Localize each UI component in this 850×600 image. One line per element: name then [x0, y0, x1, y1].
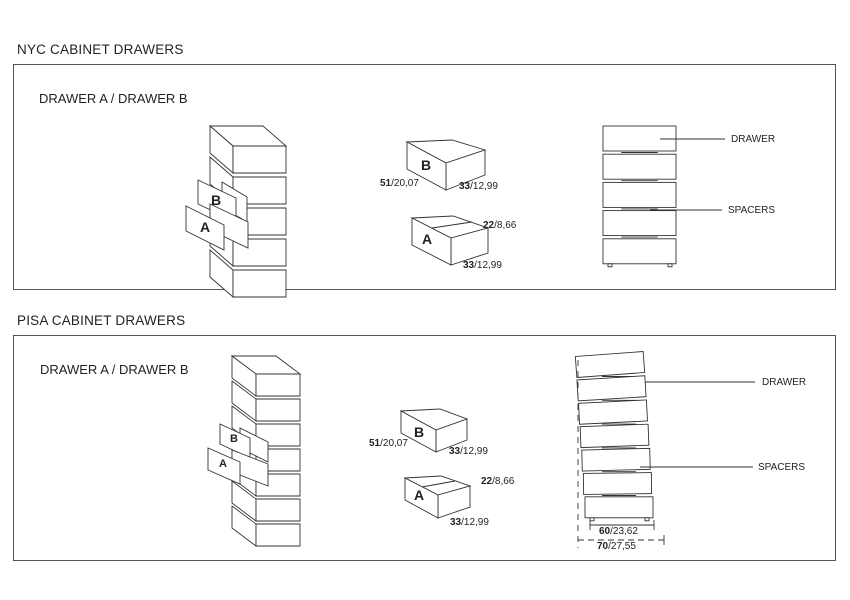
drawer-front: [582, 472, 653, 495]
drawer-front: [579, 423, 650, 449]
drawer-b-label: B: [414, 424, 425, 440]
pisa-drawer-a-pulled: [207, 447, 269, 487]
foot: [644, 517, 650, 522]
drawer-a-height: 22/8,66: [481, 476, 515, 487]
nyc-drawer-a-pulled: [185, 203, 249, 251]
nyc-panel: [13, 64, 836, 290]
section-title-nyc: NYC CABINET DRAWERS: [17, 42, 184, 57]
pisa-drawer-a-detail: [403, 475, 472, 519]
drawer-front: [602, 210, 677, 237]
inner-width-dimension: 60/23,62: [599, 526, 638, 537]
nyc-drawer-a-detail: [410, 215, 490, 266]
drawer-callout: DRAWER: [731, 134, 776, 145]
pisa-cabinet-front: [574, 351, 654, 522]
nyc-subtitle: DRAWER A / DRAWER B: [39, 91, 188, 106]
drawer-front: [232, 269, 287, 298]
pisa-drawer-b-detail: [399, 408, 469, 453]
drawer-front: [602, 238, 677, 265]
drawer-front: [578, 399, 648, 425]
drawer-front: [255, 523, 301, 547]
drawer-front: [602, 181, 677, 208]
drawer-b-depth: 51/20,07: [380, 178, 419, 189]
drawer-front: [602, 125, 677, 152]
pisa-subtitle: DRAWER A / DRAWER B: [40, 362, 189, 377]
stack-label-a: A: [219, 458, 227, 470]
drawer-front: [581, 447, 651, 472]
drawer-a-width: 33/12,99: [450, 517, 489, 528]
drawer-front: [602, 153, 677, 180]
drawer-front: [255, 398, 301, 422]
drawer-front: [255, 498, 301, 522]
stack-label-b: B: [211, 192, 222, 208]
drawer-front: [574, 351, 646, 378]
pisa-drawer-b-pulled: [219, 423, 269, 463]
foot: [667, 263, 673, 268]
foot: [607, 263, 613, 268]
pisa-panel: [13, 335, 836, 561]
drawer-front: [584, 496, 654, 519]
outer-width-dimension: 70/27,55: [597, 541, 636, 552]
drawer-a-label: A: [414, 487, 425, 503]
drawer-a-height: 22/8,66: [483, 220, 517, 231]
drawer-b-label: B: [421, 157, 432, 173]
dimension-lines: [578, 520, 665, 545]
spacers-callout: SPACERS: [728, 205, 776, 216]
stack-label-a: A: [200, 219, 211, 235]
drawer-b-width: 33/12,99: [459, 181, 498, 192]
drawer-a-width: 33/12,99: [463, 260, 502, 271]
pisa-cabinet-iso: [230, 355, 302, 547]
stack-label-b: B: [230, 433, 238, 445]
drawer-front: [232, 145, 287, 174]
section-title-pisa: PISA CABINET DRAWERS: [17, 313, 186, 328]
foot: [589, 517, 595, 522]
drawer-callout: DRAWER: [762, 377, 807, 388]
nyc-drawer-b-detail: [405, 139, 487, 191]
drawer-b-width: 33/12,99: [449, 446, 488, 457]
spacers-callout: SPACERS: [758, 462, 806, 473]
drawer-b-depth: 51/20,07: [369, 438, 408, 449]
drawer-a-label: A: [422, 231, 433, 247]
drawer-front: [255, 373, 301, 397]
nyc-cabinet-front: [602, 125, 677, 268]
drawer-front: [576, 375, 647, 402]
